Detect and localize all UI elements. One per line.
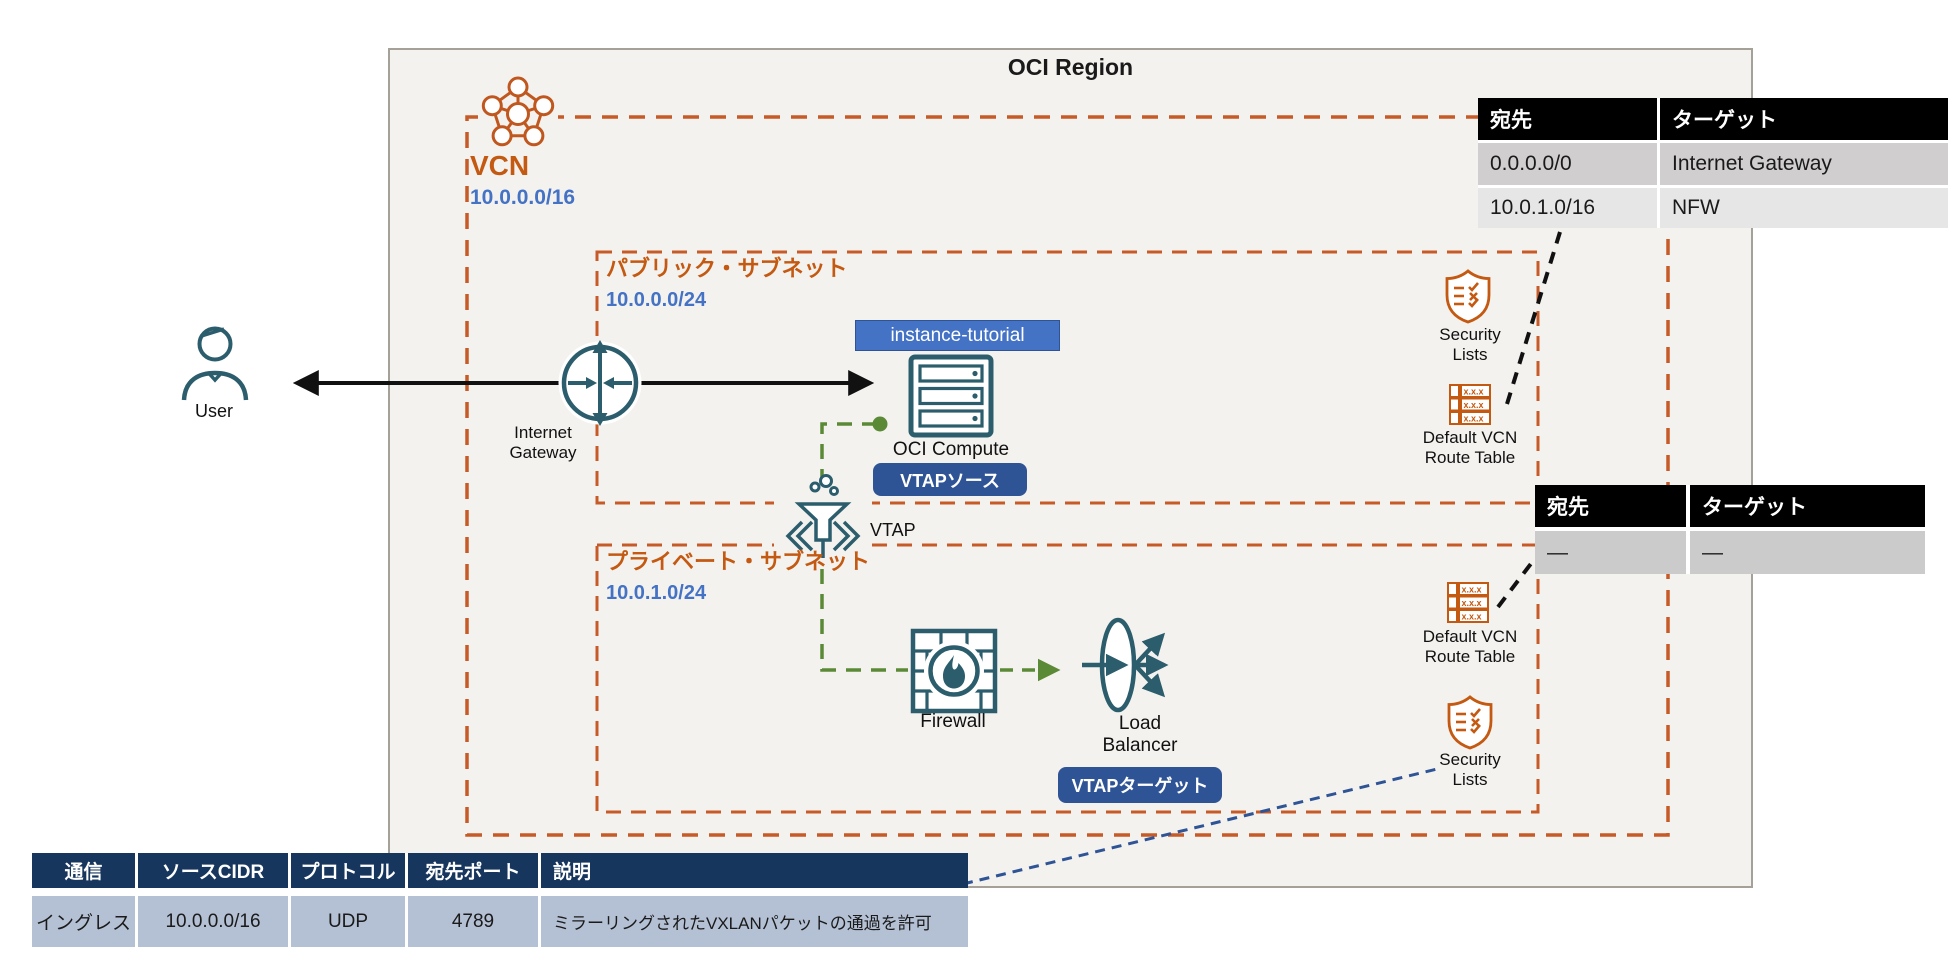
table-cell: NFW xyxy=(1660,188,1948,228)
load-balancer-icon xyxy=(1082,617,1169,713)
route-table-cell-text: x.x.x xyxy=(1464,400,1484,410)
firewall-label: Firewall xyxy=(920,711,986,732)
security-lists-private-label: Security Lists xyxy=(1418,750,1522,791)
internet-gateway-label-line2: Gateway xyxy=(509,443,577,463)
table-cell: Internet Gateway xyxy=(1660,143,1948,185)
table-cell: イングレス xyxy=(32,896,135,947)
vcn-route-table: 宛先 ターゲット 0.0.0.0/0 Internet Gateway 10.0… xyxy=(1478,98,1948,228)
table-cell: 10.0.0.0/16 xyxy=(138,896,288,947)
user-label: User xyxy=(194,401,233,421)
vcn-icon xyxy=(478,76,558,147)
vtap-target-badge: VTAPターゲット xyxy=(1058,767,1222,803)
compute-server-icon xyxy=(908,354,994,438)
table-cell: 4789 xyxy=(408,896,538,947)
load-balancer-label-line1: Load xyxy=(1118,713,1162,734)
private-subnet-boundary xyxy=(595,543,1540,814)
table-cell: ミラーリングされたVXLANパケットの通過を許可 xyxy=(541,896,968,947)
table-cell: — xyxy=(1535,531,1686,574)
firewall-icon xyxy=(910,628,998,714)
load-balancer-label-line2: Balancer xyxy=(1102,734,1178,756)
route-table-private-label: Default VCN Route Table xyxy=(1406,627,1534,668)
security-lists-public-icon xyxy=(1445,269,1491,324)
vcn-boundary xyxy=(465,115,1670,837)
security-rule-table: 通信 ソースCIDR プロトコル 宛先ポート 説明 イングレス 10.0.0.0… xyxy=(32,853,968,947)
public-subnet-cidr: 10.0.0.0/24 xyxy=(606,289,707,311)
security-lists-public-label: Security Lists xyxy=(1418,325,1522,366)
route-table-cell-text: x.x.x xyxy=(1464,387,1484,397)
table-cell: 0.0.0.0/0 xyxy=(1478,143,1657,185)
private-subnet-cidr: 10.0.1.0/24 xyxy=(606,582,707,604)
security-lists-public-line1: Security xyxy=(1439,325,1501,344)
route-table-private-line2: Route Table xyxy=(1424,647,1516,667)
route-table-private-line1: Default VCN xyxy=(1422,627,1518,646)
vtap-source-dot xyxy=(872,416,888,432)
compute-label: OCI Compute xyxy=(892,439,1010,460)
internet-gateway-label-line1: Internet xyxy=(514,423,572,442)
route-table-cell-text: x.x.x xyxy=(1462,585,1482,595)
table-header-cell: ターゲット xyxy=(1660,98,1948,140)
route-table-public-label: Default VCN Route Table xyxy=(1406,428,1534,469)
security-lists-private-icon xyxy=(1447,695,1493,750)
table-header-cell: 宛先 xyxy=(1478,98,1657,140)
load-balancer-label: Load Balancer xyxy=(1080,713,1200,757)
route-table-cell-text: x.x.x xyxy=(1464,414,1484,424)
table-header-cell: ソースCIDR xyxy=(138,853,288,888)
region-title: OCI Region xyxy=(1007,54,1134,80)
route-table-cell-text: x.x.x xyxy=(1462,612,1482,622)
vcn-cidr: 10.0.0.0/16 xyxy=(470,186,576,209)
vcn-label: VCN xyxy=(470,150,530,181)
security-lists-private-line1: Security xyxy=(1439,750,1501,769)
route-table-public-line1: Default VCN xyxy=(1422,428,1518,447)
table-header-cell: 宛先 xyxy=(1535,485,1686,527)
table-cell: UDP xyxy=(291,896,405,947)
private-route-table: 宛先 ターゲット — — xyxy=(1535,485,1925,574)
route-table-cell-text: x.x.x xyxy=(1462,598,1482,608)
security-lists-private-line2: Lists xyxy=(1452,770,1488,790)
vtap-label: VTAP xyxy=(870,520,916,540)
internet-gateway-icon xyxy=(558,340,642,426)
table-header-cell: 説明 xyxy=(541,853,968,888)
security-lists-public-line2: Lists xyxy=(1452,345,1488,365)
securitylist-callout-line xyxy=(962,767,1438,886)
private-subnet-label: プライベート・サブネット xyxy=(606,549,871,574)
public-subnet-boundary xyxy=(595,250,1540,505)
user-icon xyxy=(181,326,249,401)
table-header-cell: 宛先ポート xyxy=(408,853,538,888)
routetable2-callout-line xyxy=(1496,559,1535,609)
vtap-icon xyxy=(774,474,872,562)
public-subnet-label: パブリック・サブネット xyxy=(606,256,848,281)
route-table-public-line2: Route Table xyxy=(1424,448,1516,468)
table-header-cell: プロトコル xyxy=(291,853,405,888)
table-cell: 10.0.1.0/16 xyxy=(1478,188,1657,228)
route-table-public-icon: x.x.x x.x.x x.x.x xyxy=(1449,384,1491,425)
table-header-cell: ターゲット xyxy=(1690,485,1925,527)
internet-gateway-label: Internet Gateway xyxy=(494,423,592,464)
table-cell: — xyxy=(1690,531,1925,574)
instance-name-tag: instance-tutorial xyxy=(855,320,1060,351)
routetable1-callout-line xyxy=(1505,231,1562,405)
route-table-private-icon: x.x.x x.x.x x.x.x xyxy=(1447,582,1489,623)
vtap-source-badge: VTAPソース xyxy=(873,463,1027,496)
table-header-cell: 通信 xyxy=(32,853,135,888)
